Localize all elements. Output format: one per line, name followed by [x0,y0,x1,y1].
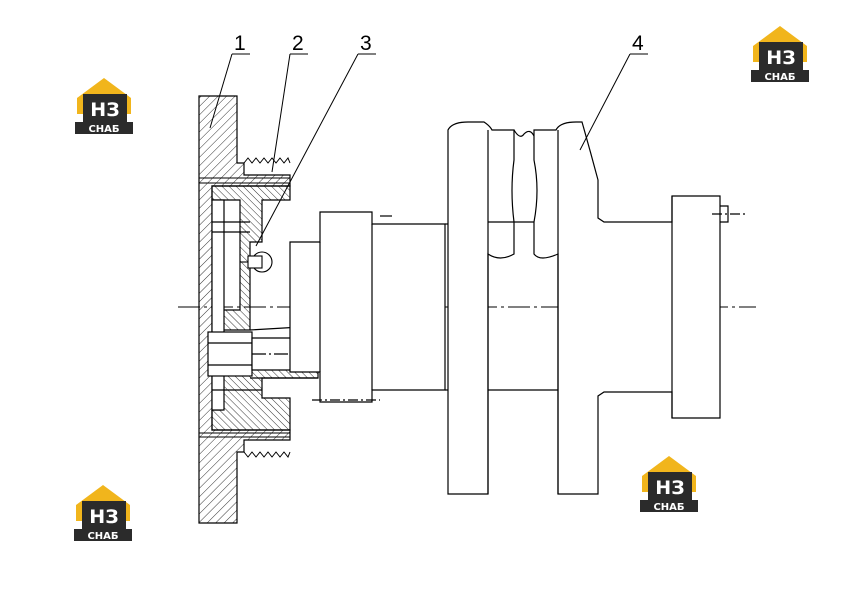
watermark-logo: НЗ СНАБ [75,78,133,135]
logo-mark: НЗ [89,506,118,528]
callout-4: 4 [632,32,644,55]
logo-mark: НЗ [655,477,684,499]
watermark-logo: НЗ СНАБ [640,456,698,513]
watermark-logo: НЗ СНАБ [74,485,132,542]
logo-word: СНАБ [87,531,118,542]
logo-word: СНАБ [653,502,684,513]
callout-2: 2 [292,32,304,55]
logo-mark: НЗ [90,99,119,121]
logo-mark: НЗ [766,47,795,69]
crankshaft [445,121,748,495]
callout-leaders [209,53,648,247]
set-screw [240,251,273,273]
callout-1: 1 [234,32,246,55]
logo-word: СНАБ [764,72,795,83]
watermark-logo: НЗ СНАБ [751,26,809,83]
callout-3: 3 [360,32,372,55]
logo-word: СНАБ [88,124,119,135]
